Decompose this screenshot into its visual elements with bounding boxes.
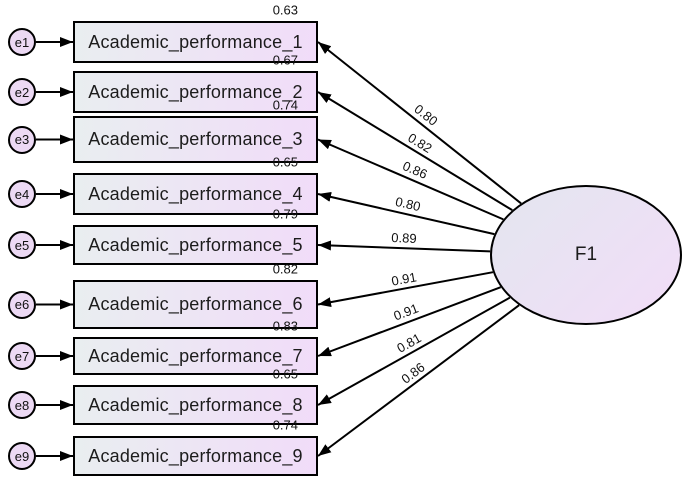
- indicator-box: Academic_performance_7: [73, 337, 318, 375]
- squared-correlation-label: 0.67: [272, 52, 298, 68]
- indicator-box: Academic_performance_8: [73, 385, 318, 425]
- factor-loading-arrow: [317, 138, 504, 221]
- squared-correlation-label: 0.74: [272, 417, 298, 433]
- factor-loading-arrow: [317, 296, 511, 406]
- error-term-node: e8: [8, 391, 36, 419]
- factor-loading-arrow: [317, 286, 502, 357]
- indicator-box: Academic_performance_5: [73, 225, 318, 265]
- error-term-node: e3: [8, 125, 36, 154]
- indicator-label: Academic_performance_4: [88, 183, 303, 204]
- indicator-label: Academic_performance_6: [88, 294, 303, 314]
- factor-loading-arrow: [317, 41, 522, 205]
- indicator-label: Academic_performance_8: [88, 394, 303, 415]
- factor-loading-arrow: [317, 91, 513, 212]
- indicator-box: Academic_performance_6: [73, 280, 318, 329]
- latent-factor-ellipse: F1: [490, 185, 682, 325]
- error-term-node: e7: [8, 342, 36, 370]
- squared-correlation-label: 0.63: [272, 2, 298, 18]
- squared-correlation-label: 0.83: [272, 318, 298, 334]
- factor-loading-arrow: [317, 240, 491, 253]
- error-term-node: e1: [8, 28, 36, 56]
- indicator-box: Academic_performance_3: [73, 116, 318, 163]
- squared-correlation-label: 0.74: [272, 97, 298, 113]
- indicator-label: Academic_performance_2: [88, 81, 303, 102]
- indicator-label: Academic_performance_5: [88, 234, 303, 255]
- latent-factor-label: F1: [574, 244, 598, 265]
- factor-loading-arrow: [317, 271, 494, 308]
- error-term-node: e6: [8, 290, 36, 319]
- factor-loading-arrow: [317, 304, 520, 457]
- squared-correlation-label: 0.65: [272, 154, 298, 170]
- error-term-node: e4: [8, 180, 36, 208]
- error-term-node: e9: [8, 442, 36, 470]
- error-term-node: e2: [8, 78, 36, 106]
- indicator-label: Academic_performance_9: [88, 445, 303, 466]
- loading-value-label: 0.89: [391, 230, 418, 247]
- error-term-node: e5: [8, 231, 36, 259]
- indicator-label: Academic_performance_1: [88, 31, 303, 52]
- indicator-label: Academic_performance_7: [88, 345, 303, 366]
- squared-correlation-label: 0.65: [272, 366, 298, 382]
- indicator-box: Academic_performance_1: [73, 21, 318, 63]
- indicator-box: Academic_performance_2: [73, 71, 318, 113]
- indicator-box: Academic_performance_4: [73, 173, 318, 215]
- factor-loading-arrow: [317, 192, 495, 236]
- indicator-box: Academic_performance_9: [73, 436, 318, 476]
- squared-correlation-label: 0.82: [272, 261, 298, 277]
- squared-correlation-label: 0.79: [272, 206, 298, 222]
- indicator-label: Academic_performance_3: [88, 129, 303, 149]
